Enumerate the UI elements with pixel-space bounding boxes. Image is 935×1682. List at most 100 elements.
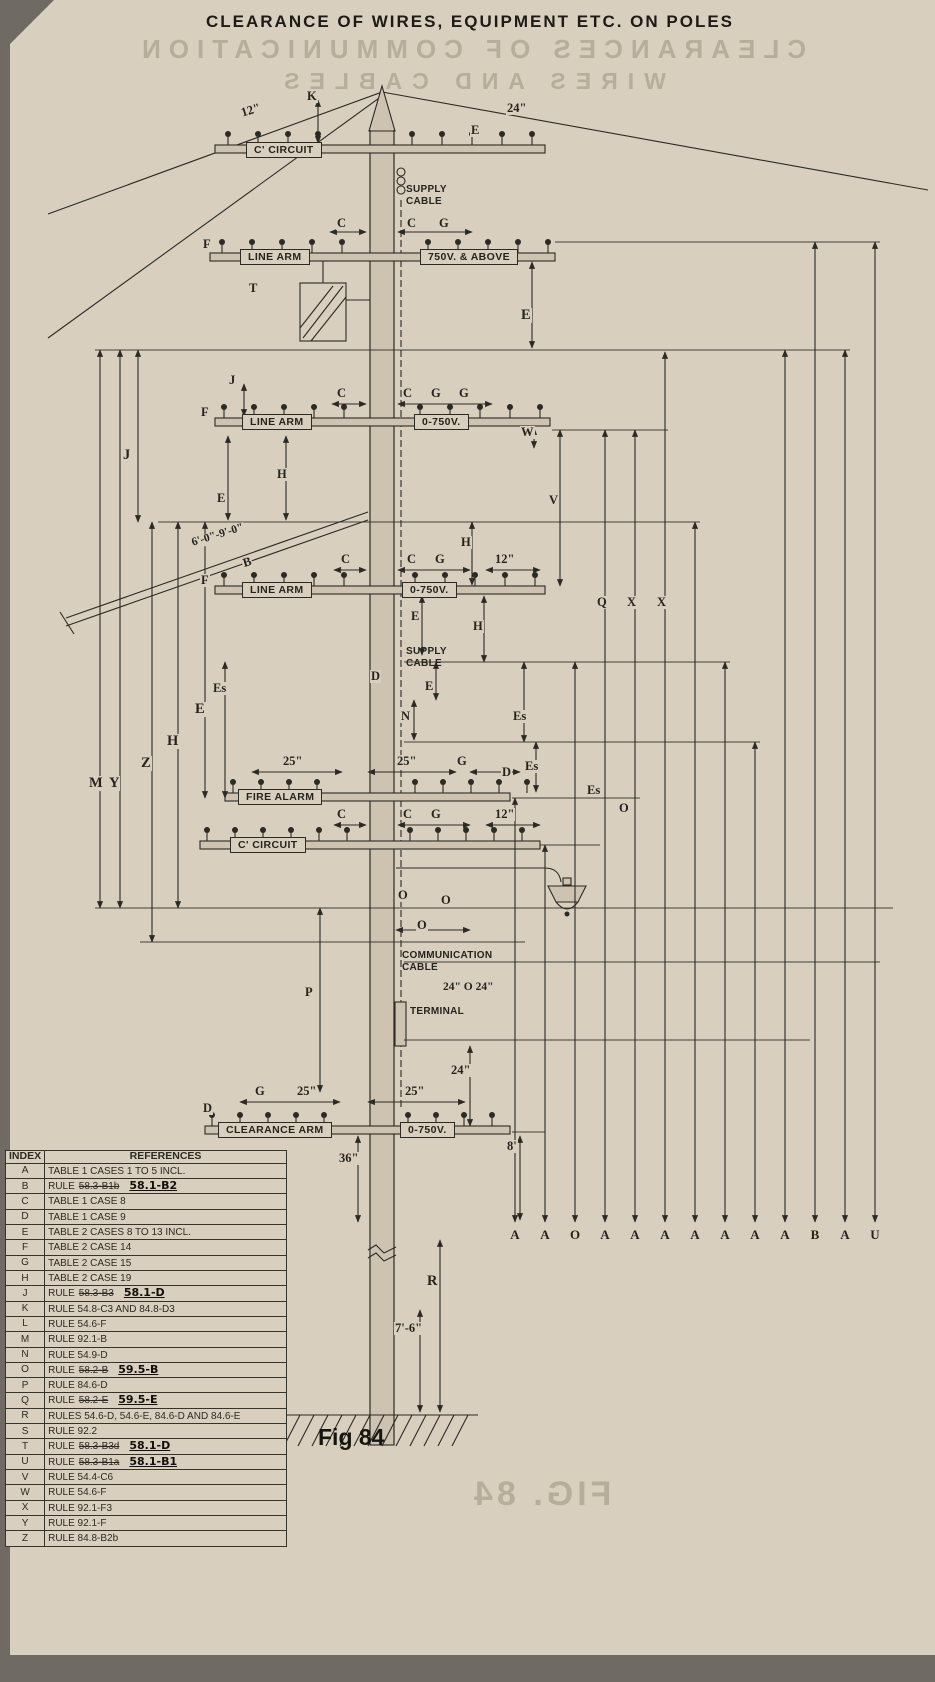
reference-struck-text: 58.3-B3d [78,1441,120,1453]
reference-text: TABLE 1 CASE 8 [48,1196,126,1208]
arm-voltage-750v-above: 750V. & ABOVE [420,249,519,266]
row-reference: TABLE 1 CASE 9 [44,1208,287,1226]
dim-letter-k: K [306,89,318,103]
reference-text: RULE 92.1-F3 [48,1502,113,1514]
references-table-header-index: INDEX [4,1150,46,1164]
bottom-dim-letter: A [770,1228,800,1241]
dim-letter-c-2: C [406,216,418,230]
supply-cable-note-top-line1: SUPPLY [406,184,447,195]
supply-cable-note-mid-line1: SUPPLY [406,646,447,657]
dim-letter-w: W [520,425,535,439]
page-title: CLEARANCE OF WIRES, EQUIPMENT ETC. ON PO… [205,12,735,31]
dim-letter-e-mid-left: E [216,491,227,505]
dim-letter-g-2: G [430,386,442,400]
reference-text: RULE [48,1364,75,1376]
arm-label-line-arm-3: LINE ARM [242,582,312,599]
dim-letter-g-6: G [430,807,442,821]
figure-caption: Fig 84 [318,1424,385,1450]
bottom-dim-letter: A [650,1228,680,1241]
terminal-note: TERMINAL [410,1006,465,1017]
table-row: P RULE 84.6-D [4,1377,287,1394]
bottom-dim-letter: A [740,1228,770,1241]
dim-letter-c-8: C [402,807,414,821]
row-index: R [4,1407,46,1425]
table-row: L RULE 54.6-F [4,1315,287,1333]
transformer [299,261,370,342]
row-reference: RULE 54.8-C3 AND 84.8-D3 [44,1300,287,1317]
references-table-header-references: REFERENCES [44,1150,287,1164]
dim-es-right-3: Es [586,783,602,797]
table-row: M RULE 92.1-B [4,1331,287,1348]
dim-letter-c-4: C [402,386,414,400]
row-reference: RULE 92.2 [44,1423,287,1440]
dim-25in-4: 25" [404,1084,426,1098]
row-index: L [4,1315,46,1333]
reference-struck-text: 58.3-B1b [78,1181,120,1193]
reference-text: RULE 54.8-C3 AND 84.8-D3 [48,1303,175,1315]
table-row: V RULE 54.4-C6 [4,1468,287,1486]
dim-letter-e-supply: E [424,679,435,693]
row-reference: TABLE 1 CASES 1 TO 5 INCL. [44,1162,287,1180]
arm-label-fire-alarm: FIRE ALARM [238,789,323,806]
bottom-dim-letter: A [680,1228,710,1241]
table-row: K RULE 54.8-C3 AND 84.8-D3 [4,1300,287,1317]
row-index: D [4,1208,46,1226]
row-index: G [4,1254,46,1271]
row-index: Q [4,1392,46,1409]
table-row: Z RULE 84.8-B2b [4,1530,287,1547]
dim-letter-j-small: J [228,373,237,387]
table-row: F TABLE 2 CASE 14 [4,1239,287,1256]
supply-cable-note-mid-line2: CABLE [406,658,442,669]
dim-es-right-2: Es [524,759,540,773]
dim-24in-top: 24" [506,101,528,115]
communication-cable-note: COMMUNICATION CABLE [402,950,492,974]
row-index: Y [4,1514,46,1532]
dim-8ft: 8' [506,1139,518,1153]
reference-text: TABLE 2 CASES 8 TO 13 INCL. [48,1227,191,1238]
references-table: INDEX REFERENCES A TABLE 1 CASES 1 TO 5 … [4,1150,287,1547]
reference-text: RULE [48,1181,75,1193]
dim-12in-arm6: 12" [494,807,516,821]
dim-letter-o-3: O [416,918,428,932]
row-reference: TABLE 2 CASE 14 [44,1239,287,1256]
dim-letter-c-7: C [336,807,348,821]
reference-struck-text: 58.3-B3 [78,1288,114,1300]
reference-text: RULE 92.1-B [48,1334,108,1346]
arm-voltage-0-750v-2: 0-750V. [402,582,457,599]
dim-letter-z: Z [140,755,152,771]
bottom-dim-letter: A [710,1228,740,1241]
dim-es-right-1: Es [512,709,528,723]
arm-voltage-0-750v-1: 0-750V. [414,414,469,431]
row-index: H [4,1269,46,1287]
reference-text: TABLE 1 CASE 9 [48,1211,126,1223]
row-index: T [4,1438,46,1455]
dim-24in-lower: 24" [450,1063,472,1077]
dim-letter-f-3: F [200,573,210,587]
row-reference: RULE 84.8-B2b [44,1530,287,1547]
dim-letter-c-3: C [336,386,348,400]
table-row: W RULE 54.6-F [4,1484,287,1501]
dim-7ft6in: 7'-6" [394,1321,424,1335]
dim-letter-j-big: J [122,447,132,463]
row-index: A [4,1162,46,1180]
reference-handwritten-text: 59.5-E [118,1393,158,1407]
guy-wire [59,511,369,635]
dim-letter-x-1: X [626,595,638,609]
table-row: G TABLE 2 CASE 15 [4,1254,287,1271]
reference-text: RULE [48,1456,75,1468]
row-index: E [4,1223,46,1241]
reference-text: RULE [48,1288,75,1300]
dim-letter-c-5: C [340,552,352,566]
street-lamp [396,867,587,917]
supply-cable-note-top-line2: CABLE [406,196,442,207]
dim-letter-g-1: G [438,216,450,230]
reference-text: RULE 92.1-F [48,1517,107,1529]
reference-text: RULE 92.2 [48,1426,98,1438]
